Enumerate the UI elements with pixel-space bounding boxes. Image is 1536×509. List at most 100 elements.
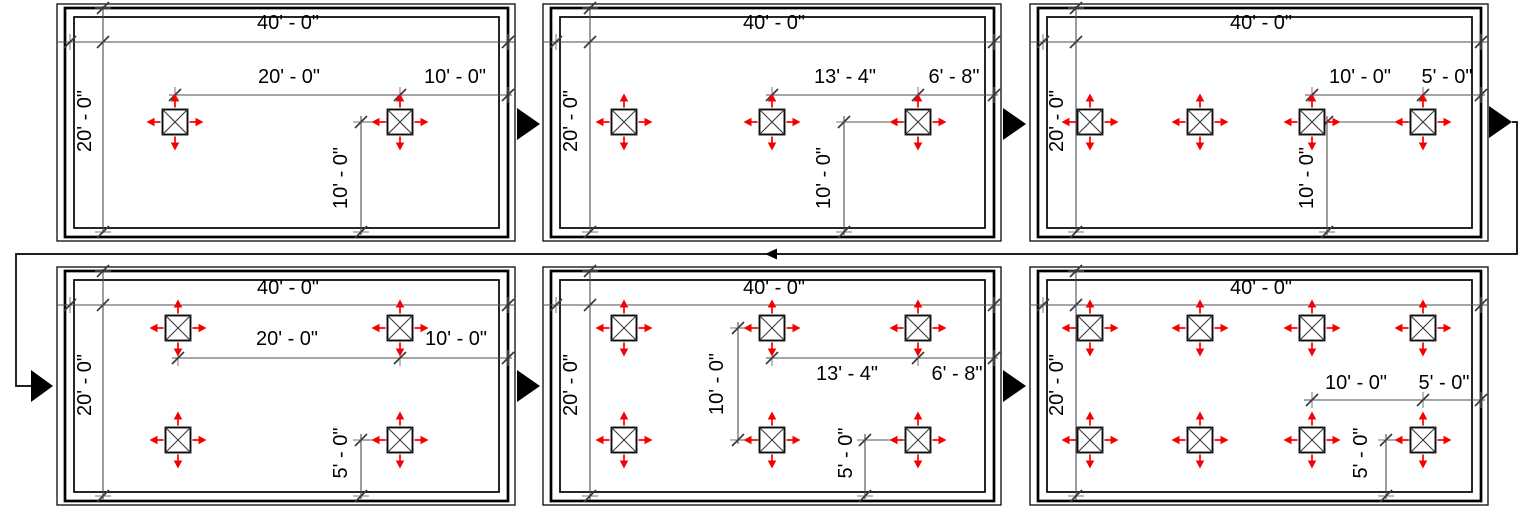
flip-arrow-left-icon[interactable] <box>743 435 752 445</box>
flip-arrow-up-icon[interactable] <box>913 299 923 308</box>
flip-arrow-down-icon[interactable] <box>913 142 923 151</box>
flip-arrow-right-icon[interactable] <box>644 435 653 445</box>
flip-arrow-up-icon[interactable] <box>173 411 183 420</box>
flip-arrow-right-icon[interactable] <box>1110 435 1119 445</box>
flip-arrow-down-icon[interactable] <box>170 142 180 151</box>
flip-arrow-up-icon[interactable] <box>1418 411 1428 420</box>
flip-arrow-left-icon[interactable] <box>1394 323 1403 333</box>
flip-arrow-down-icon[interactable] <box>1195 460 1205 469</box>
flip-arrow-right-icon[interactable] <box>938 435 947 445</box>
flip-arrow-up-icon[interactable] <box>1195 299 1205 308</box>
flip-arrow-right-icon[interactable] <box>1443 117 1452 127</box>
flip-arrow-right-icon[interactable] <box>420 117 429 127</box>
flip-arrow-left-icon[interactable] <box>889 117 898 127</box>
flip-arrow-up-icon[interactable] <box>173 299 183 308</box>
flip-arrow-down-icon[interactable] <box>1085 348 1095 357</box>
flip-arrow-left-icon[interactable] <box>1171 435 1180 445</box>
flip-arrow-up-icon[interactable] <box>1418 299 1428 308</box>
flip-arrow-left-icon[interactable] <box>1061 323 1070 333</box>
flip-arrow-left-icon[interactable] <box>371 117 380 127</box>
flip-arrow-up-icon[interactable] <box>767 93 777 102</box>
flip-arrow-down-icon[interactable] <box>395 142 405 151</box>
flip-arrow-right-icon[interactable] <box>644 117 653 127</box>
flip-arrow-up-icon[interactable] <box>170 93 180 102</box>
flip-arrow-up-icon[interactable] <box>1195 411 1205 420</box>
flip-arrow-down-icon[interactable] <box>173 460 183 469</box>
flip-arrow-right-icon[interactable] <box>420 435 429 445</box>
flip-arrow-right-icon[interactable] <box>792 435 801 445</box>
flip-arrow-left-icon[interactable] <box>595 117 604 127</box>
flip-arrow-right-icon[interactable] <box>420 323 429 333</box>
flip-arrow-right-icon[interactable] <box>1332 117 1341 127</box>
flip-arrow-down-icon[interactable] <box>1418 142 1428 151</box>
flip-arrow-up-icon[interactable] <box>1085 299 1095 308</box>
flip-arrow-down-icon[interactable] <box>1195 348 1205 357</box>
flip-arrow-right-icon[interactable] <box>1443 435 1452 445</box>
flip-arrow-down-icon[interactable] <box>395 348 405 357</box>
flip-arrow-down-icon[interactable] <box>1418 348 1428 357</box>
flip-arrow-right-icon[interactable] <box>938 117 947 127</box>
flip-arrow-right-icon[interactable] <box>198 435 207 445</box>
flip-arrow-left-icon[interactable] <box>1394 117 1403 127</box>
flip-arrow-left-icon[interactable] <box>1283 435 1292 445</box>
flip-arrow-left-icon[interactable] <box>1061 117 1070 127</box>
flip-arrow-left-icon[interactable] <box>149 323 158 333</box>
flip-arrow-down-icon[interactable] <box>767 460 777 469</box>
flip-arrow-up-icon[interactable] <box>619 411 629 420</box>
flip-arrow-down-icon[interactable] <box>1418 460 1428 469</box>
flip-arrow-left-icon[interactable] <box>1061 435 1070 445</box>
flip-arrow-right-icon[interactable] <box>1332 435 1341 445</box>
flip-arrow-left-icon[interactable] <box>889 323 898 333</box>
flip-arrow-left-icon[interactable] <box>149 435 158 445</box>
flip-arrow-up-icon[interactable] <box>619 299 629 308</box>
flip-arrow-up-icon[interactable] <box>1085 411 1095 420</box>
flip-arrow-up-icon[interactable] <box>913 411 923 420</box>
flip-arrow-left-icon[interactable] <box>1394 435 1403 445</box>
flip-arrow-right-icon[interactable] <box>792 117 801 127</box>
flip-arrow-down-icon[interactable] <box>1085 142 1095 151</box>
flip-arrow-left-icon[interactable] <box>743 323 752 333</box>
flip-arrow-up-icon[interactable] <box>1195 93 1205 102</box>
flip-arrow-up-icon[interactable] <box>1307 93 1317 102</box>
flip-arrow-left-icon[interactable] <box>1283 117 1292 127</box>
flip-arrow-up-icon[interactable] <box>395 93 405 102</box>
flip-arrow-left-icon[interactable] <box>371 323 380 333</box>
flip-arrow-right-icon[interactable] <box>198 323 207 333</box>
flip-arrow-down-icon[interactable] <box>619 142 629 151</box>
flip-arrow-down-icon[interactable] <box>395 460 405 469</box>
flip-arrow-down-icon[interactable] <box>913 348 923 357</box>
flip-arrow-down-icon[interactable] <box>619 348 629 357</box>
flip-arrow-down-icon[interactable] <box>1307 142 1317 151</box>
flip-arrow-left-icon[interactable] <box>595 435 604 445</box>
flip-arrow-down-icon[interactable] <box>767 142 777 151</box>
flip-arrow-right-icon[interactable] <box>644 323 653 333</box>
flip-arrow-down-icon[interactable] <box>913 460 923 469</box>
flip-arrow-right-icon[interactable] <box>1110 323 1119 333</box>
flip-arrow-up-icon[interactable] <box>1307 411 1317 420</box>
flip-arrow-left-icon[interactable] <box>146 117 155 127</box>
flip-arrow-right-icon[interactable] <box>1110 117 1119 127</box>
flip-arrow-right-icon[interactable] <box>1443 323 1452 333</box>
flip-arrow-down-icon[interactable] <box>1307 348 1317 357</box>
flip-arrow-down-icon[interactable] <box>173 348 183 357</box>
flip-arrow-right-icon[interactable] <box>1220 323 1229 333</box>
flip-arrow-down-icon[interactable] <box>619 460 629 469</box>
flip-arrow-up-icon[interactable] <box>767 299 777 308</box>
flip-arrow-up-icon[interactable] <box>913 93 923 102</box>
flip-arrow-up-icon[interactable] <box>1418 93 1428 102</box>
flip-arrow-left-icon[interactable] <box>1171 117 1180 127</box>
flip-arrow-down-icon[interactable] <box>1307 460 1317 469</box>
flip-arrow-up-icon[interactable] <box>395 299 405 308</box>
flip-arrow-up-icon[interactable] <box>1085 93 1095 102</box>
flip-arrow-down-icon[interactable] <box>767 348 777 357</box>
flip-arrow-right-icon[interactable] <box>1220 435 1229 445</box>
flip-arrow-left-icon[interactable] <box>595 323 604 333</box>
flip-arrow-right-icon[interactable] <box>195 117 204 127</box>
flip-arrow-up-icon[interactable] <box>1307 299 1317 308</box>
flip-arrow-up-icon[interactable] <box>395 411 405 420</box>
flip-arrow-up-icon[interactable] <box>767 411 777 420</box>
flip-arrow-right-icon[interactable] <box>1332 323 1341 333</box>
flip-arrow-left-icon[interactable] <box>1283 323 1292 333</box>
flip-arrow-down-icon[interactable] <box>1085 460 1095 469</box>
